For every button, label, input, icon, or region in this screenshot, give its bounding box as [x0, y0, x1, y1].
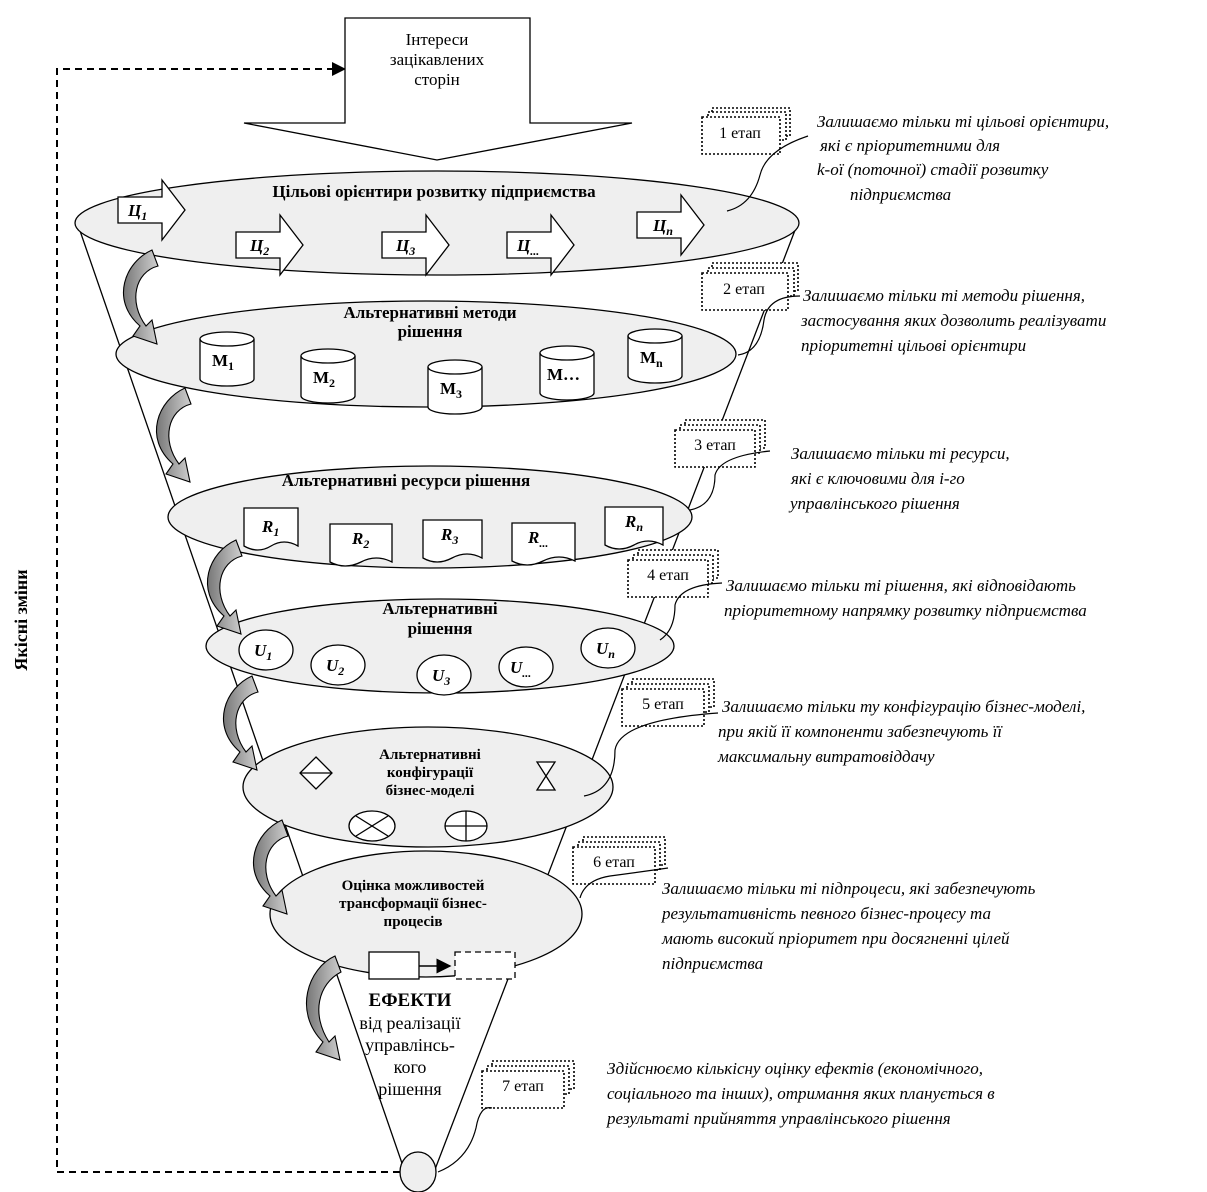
- transition-arrows: [122, 249, 342, 1061]
- transform-title-1: Оцінка можливостей: [342, 878, 485, 894]
- stage-6-note-1: Залишаємо тільки ті підпроцеси, які забе…: [662, 879, 1036, 898]
- stage-3-note-2: які є ключовими для і-го: [790, 469, 965, 488]
- stage-2-label: 2 етап: [723, 281, 765, 298]
- leader-lines: [437, 135, 809, 1173]
- method-n: Mn: [640, 348, 663, 370]
- stage-1-note-3: k-ої (поточної) стадії розвитку: [817, 160, 1049, 179]
- stage-5-note-1: Залишаємо тільки ту конфігурацію бізнес-…: [722, 697, 1085, 716]
- decision-n: Un: [596, 639, 615, 661]
- method-etc: M…: [547, 365, 580, 384]
- methods-title-2: рішення: [398, 322, 463, 341]
- config-symbols: [299, 756, 557, 842]
- methods-title-1: Альтернативні методи: [343, 303, 516, 322]
- method-1: M1: [212, 351, 234, 373]
- stage-7-label: 7 етап: [502, 1078, 544, 1095]
- stage-2-note-3: пріоритетні цільові орієнтири: [801, 336, 1026, 355]
- decision-circles: [238, 627, 636, 696]
- effects-line-3: кого: [394, 1057, 427, 1077]
- stage-1-note-4: підприємства: [850, 185, 951, 204]
- decision-2: U2: [326, 656, 344, 678]
- side-label: Якісні зміни: [11, 569, 31, 670]
- effects-line-4: рішення: [378, 1079, 441, 1099]
- stage-2-note-2: застосування яких дозволить реалізувати: [800, 311, 1106, 330]
- stage-2-note-1: Залишаємо тільки ті методи рішення,: [803, 286, 1085, 305]
- decision-1: U1: [254, 641, 272, 663]
- resource-1: R1: [261, 517, 279, 539]
- stage-1-label: 1 етап: [719, 125, 761, 142]
- effects-line-1: від реалізації: [359, 1013, 460, 1033]
- stage-4-label: 4 етап: [647, 567, 689, 584]
- stage-callouts: [481, 107, 799, 1109]
- decision-3: U3: [432, 666, 450, 688]
- goal-3: Ц3: [395, 236, 415, 258]
- resource-3: R3: [440, 525, 458, 547]
- stage-5-note-3: максимальну витратовіддачу: [717, 747, 935, 766]
- stage-6-label: 6 етап: [593, 854, 635, 871]
- stage-4-note-2: пріоритетному напрямку розвитку підприєм…: [724, 601, 1087, 620]
- stage-1-note-2: які є пріоритетними для: [819, 136, 1000, 155]
- method-cylinders: [199, 328, 683, 415]
- resources-title: Альтернативні ресурси рішення: [282, 471, 530, 490]
- configs-title-3: бізнес-моделі: [386, 783, 475, 799]
- stage-5-note-2: при якій її компоненти забезпечують її: [718, 722, 1003, 741]
- stage-3-note-1: Залишаємо тільки ті ресурси,: [791, 444, 1010, 463]
- transform-ellipse: [269, 850, 583, 978]
- resource-2: R2: [351, 529, 369, 551]
- goal-2: Ц2: [249, 236, 269, 258]
- decisions-title-1: Альтернативні: [382, 599, 497, 618]
- goal-arrows: [117, 178, 705, 277]
- stage-7-note-2: соціального та інших), отримання яких пл…: [607, 1084, 995, 1103]
- stage-5-label: 5 етап: [642, 696, 684, 713]
- stage-1-note-1: Залишаємо тільки ті цільові орієнтири,: [817, 112, 1109, 131]
- process-blocks: [368, 951, 516, 980]
- configs-title-1: Альтернативні: [379, 747, 481, 763]
- method-3: M3: [440, 379, 462, 401]
- transform-title-3: процесів: [384, 914, 443, 930]
- stakeholder-line-1: Інтереси: [406, 30, 469, 49]
- resource-etc: R...: [527, 528, 548, 550]
- method-2: M2: [313, 368, 335, 390]
- transform-title-2: трансформації бізнес-: [339, 896, 487, 912]
- goal-1: Ц1: [127, 201, 147, 223]
- goal-n: Цn: [652, 216, 673, 238]
- stage-4-note-1: Залишаємо тільки ті рішення, які відпові…: [726, 576, 1076, 595]
- goal-etc: Ц...: [516, 236, 539, 258]
- stage-7-note-1: Здійснюємо кількісну оцінку ефектів (еко…: [607, 1059, 983, 1078]
- stakeholder-line-3: сторін: [414, 70, 460, 89]
- configs-title-2: конфігурації: [387, 765, 474, 781]
- feedback-loop: [56, 62, 400, 1173]
- hourglass-icon: [535, 761, 557, 791]
- stage-notes: Залишаємо тільки ті цільові орієнтири, я…: [606, 112, 1109, 1128]
- resource-n: Rn: [624, 512, 643, 534]
- decision-etc: U...: [510, 658, 531, 680]
- stakeholder-line-2: зацікавлених: [390, 50, 485, 69]
- stakeholder-arrow: [243, 17, 633, 161]
- decisions-title-2: рішення: [408, 619, 473, 638]
- stage-3-label: 3 етап: [694, 437, 736, 454]
- goals-title: Цільові орієнтири розвитку підприємства: [272, 182, 596, 201]
- bottom-ellipse: [399, 1151, 437, 1192]
- resource-documents: [243, 506, 664, 567]
- stage-7-note-3: результаті прийняття управлінського ріше…: [606, 1109, 951, 1128]
- effects-title: ЕФЕКТИ: [369, 990, 452, 1011]
- stage-6-note-4: підприємства: [662, 954, 763, 973]
- configs-ellipse: [242, 726, 614, 848]
- stage-6-note-3: мають високий пріоритет при досягненні ц…: [661, 929, 1010, 948]
- effects-line-2: управлінсь-: [365, 1035, 455, 1055]
- stage-3-note-3: управлінського рішення: [788, 494, 960, 513]
- stage-6-note-2: результативність певного бізнес-процесу …: [661, 904, 991, 923]
